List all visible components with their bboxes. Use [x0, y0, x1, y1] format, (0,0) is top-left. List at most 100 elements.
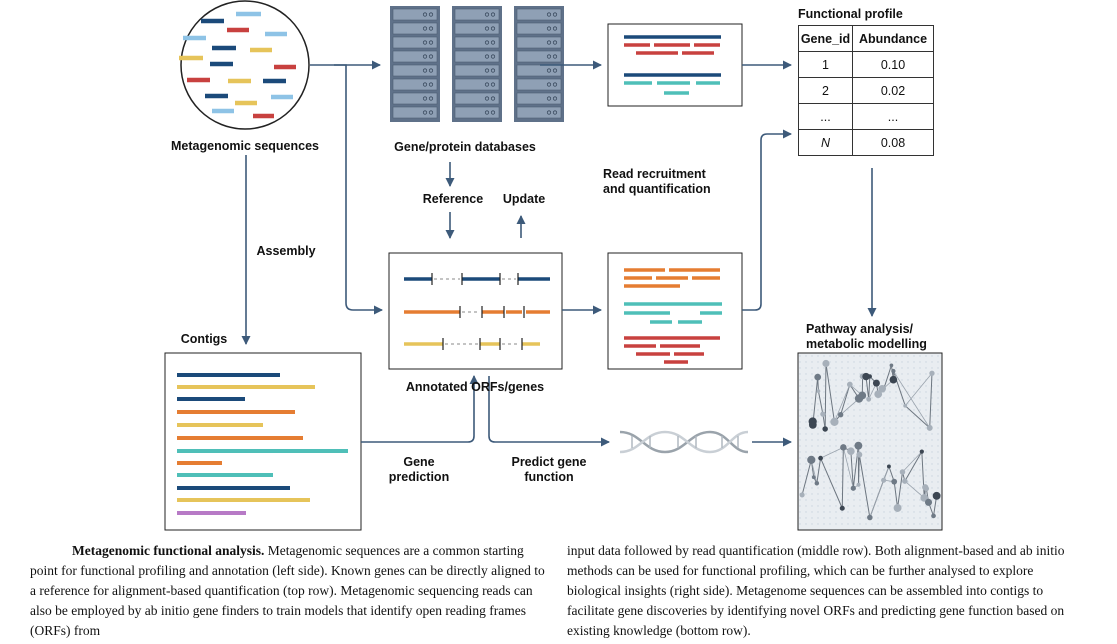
- network-node: [932, 491, 941, 500]
- server-unit: [516, 8, 562, 21]
- network-node: [874, 390, 883, 398]
- server-light: [484, 68, 490, 73]
- dna-helix-icon: [619, 430, 749, 454]
- network-edge: [893, 481, 899, 509]
- network-edge: [858, 454, 860, 485]
- table-cell-gene-id: N: [798, 129, 853, 156]
- server-light: [422, 110, 428, 115]
- gene-prediction-line2: prediction: [388, 470, 450, 484]
- network-edge: [921, 451, 925, 498]
- network-node: [862, 372, 870, 381]
- server-unit: [516, 64, 562, 77]
- table-row: 1 0.10: [798, 51, 934, 78]
- network-node: [816, 389, 821, 393]
- server-unit: [392, 22, 438, 35]
- server-light: [428, 96, 434, 101]
- server-unit: [392, 64, 438, 77]
- network-node: [830, 417, 839, 426]
- server-light: [546, 110, 552, 115]
- network-edge: [816, 458, 822, 484]
- server-light: [552, 54, 558, 59]
- network-edge: [904, 405, 931, 429]
- server-unit: [392, 78, 438, 91]
- server-light: [428, 26, 434, 31]
- server-light: [484, 12, 490, 17]
- server-unit: [392, 50, 438, 63]
- table-cell-gene-id: 1: [798, 51, 853, 78]
- server-light: [546, 12, 552, 17]
- server-light: [484, 82, 490, 87]
- network-edge: [858, 454, 871, 518]
- network-edge: [817, 391, 824, 415]
- table-cell-gene-id: ...: [798, 103, 853, 130]
- network-node: [854, 441, 863, 450]
- server-light: [484, 110, 490, 115]
- server-light: [490, 26, 496, 31]
- annotated-orfs-label: Annotated ORFs/genes: [405, 380, 545, 394]
- caption-left-column: Metagenomic functional analysis. Metagen…: [30, 541, 545, 641]
- server-unit: [392, 92, 438, 105]
- predict-gene-function-line2: function: [524, 470, 574, 484]
- server-unit: [454, 36, 500, 49]
- network-edge: [820, 446, 844, 459]
- network-edge: [801, 459, 812, 496]
- read-recruitment-line1: Read recruitment: [603, 167, 706, 181]
- server-light: [552, 68, 558, 73]
- gene-prediction-label: Gene prediction: [378, 455, 460, 485]
- server-light: [546, 96, 552, 101]
- network-node: [818, 455, 823, 461]
- server-light: [490, 40, 496, 45]
- server-light: [484, 96, 490, 101]
- server-unit: [454, 50, 500, 63]
- column-header-gene-id: Gene_id: [798, 25, 853, 52]
- server-unit: [454, 8, 500, 21]
- network-node: [919, 449, 924, 454]
- network-node: [891, 478, 898, 485]
- server-light: [422, 26, 428, 31]
- server-light: [552, 40, 558, 45]
- server-light: [484, 54, 490, 59]
- network-edge: [893, 370, 931, 429]
- read-recruitment-label: Read recruitment and quantification: [603, 167, 733, 197]
- network-edge: [869, 466, 890, 518]
- network-edge: [825, 363, 835, 422]
- network-node: [889, 375, 898, 384]
- server-light: [428, 110, 434, 115]
- gene-prediction-line1: Gene: [403, 455, 435, 469]
- network-edge: [841, 447, 844, 509]
- network-edge: [902, 451, 923, 473]
- server-light: [552, 96, 558, 101]
- table-cell-abundance: 0.02: [852, 77, 934, 104]
- network-node: [926, 424, 933, 431]
- server-light: [490, 12, 496, 17]
- server-light: [546, 68, 552, 73]
- network-node: [867, 514, 873, 521]
- server-light: [552, 12, 558, 17]
- functional-profile-table: Gene_id Abundance 1 0.10 2 0.02 ... ... …: [798, 25, 934, 156]
- server-unit: [516, 36, 562, 49]
- server-light: [422, 96, 428, 101]
- server-unit: [454, 78, 500, 91]
- pathway-analysis-line1: Pathway analysis/: [806, 322, 914, 336]
- server-light: [490, 82, 496, 87]
- network-node: [850, 485, 856, 491]
- network-edge: [904, 372, 933, 406]
- network-node: [838, 412, 844, 418]
- server-light: [490, 110, 496, 115]
- metabolic-network-image: [797, 352, 943, 531]
- network-node: [856, 482, 861, 487]
- network-edge: [904, 480, 925, 499]
- network-edge: [897, 471, 903, 509]
- server-light: [422, 54, 428, 59]
- column-header-abundance: Abundance: [852, 25, 934, 52]
- network-node: [840, 444, 847, 451]
- network-node: [903, 403, 908, 408]
- server-light: [428, 54, 434, 59]
- server-unit: [454, 22, 500, 35]
- network-node: [847, 447, 855, 455]
- network-node: [814, 481, 820, 486]
- network-node: [822, 426, 828, 432]
- network-node: [799, 492, 805, 498]
- server-light: [484, 26, 490, 31]
- network-edge: [824, 363, 827, 429]
